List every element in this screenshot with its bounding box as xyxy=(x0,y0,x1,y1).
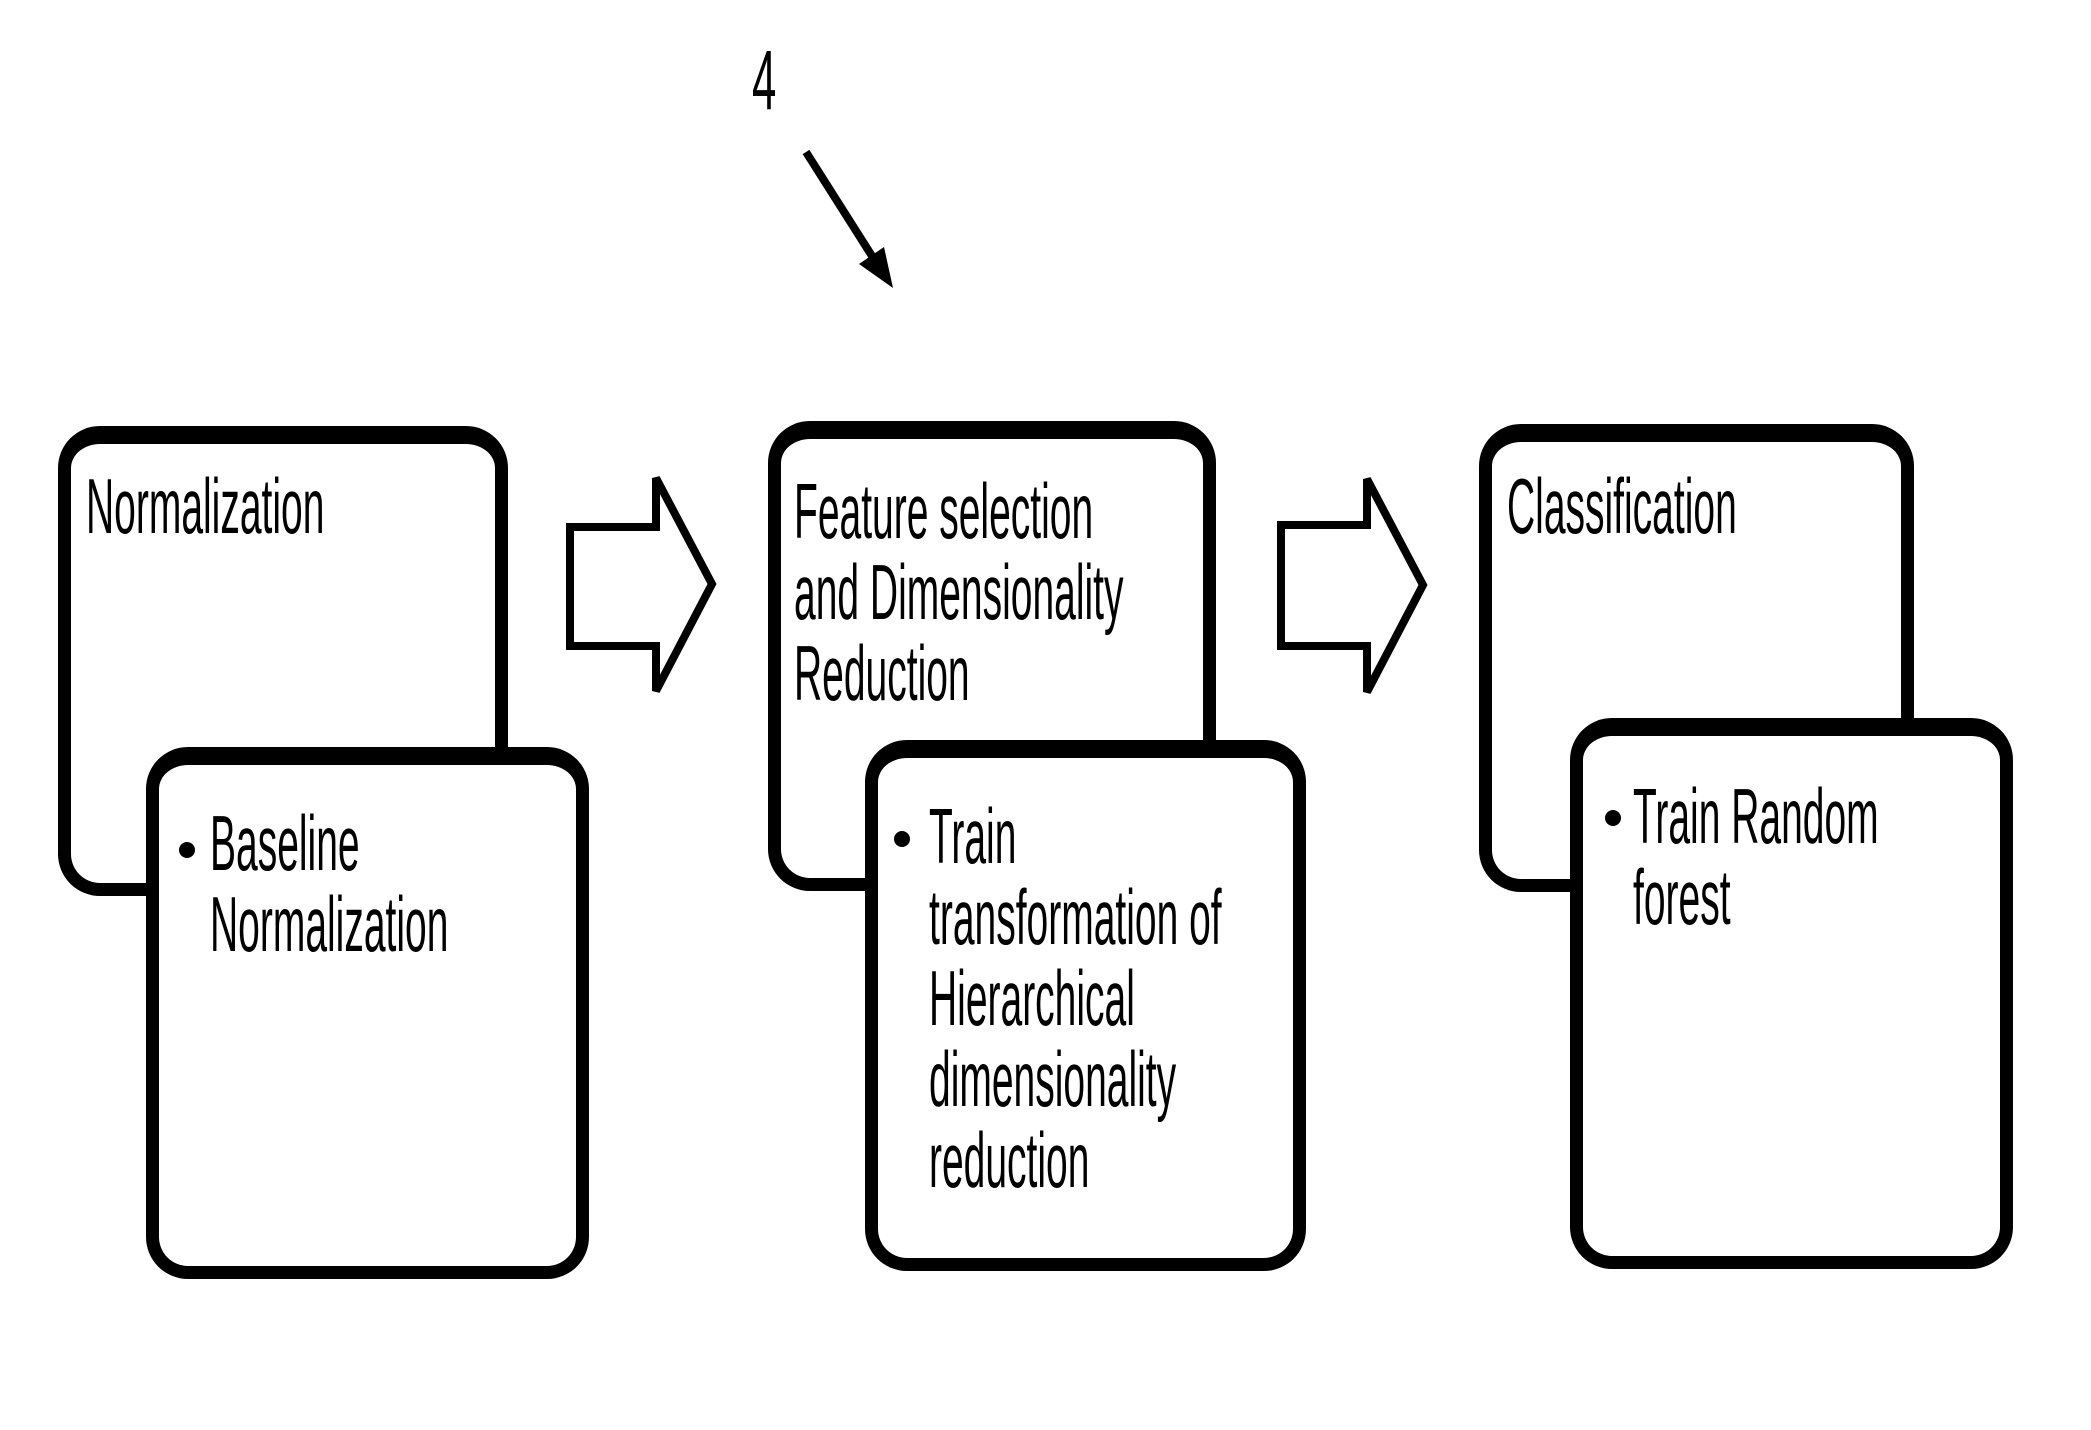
reference-label: 4 xyxy=(752,33,777,127)
bullet-dot-icon xyxy=(179,842,195,858)
detail-box-normalization xyxy=(146,747,589,1279)
stage-title-classification: Classification xyxy=(1507,462,1737,550)
reference-arrow-icon xyxy=(802,149,893,288)
bullet-text-train-random-forest: Train Random forest xyxy=(1633,772,1879,941)
bullet-dot-icon xyxy=(894,831,910,847)
bullet-text-train-transformation: Train transformation of Hierarchical dim… xyxy=(929,792,1222,1204)
stage-title-feature-selection: Feature selection and Dimensionality Red… xyxy=(794,467,1124,717)
block-arrow-right-icon xyxy=(566,476,717,693)
detail-box-classification xyxy=(1570,718,2013,1269)
block-arrow-right-icon xyxy=(1277,477,1428,694)
bullet-text-baseline-normalization: Baseline Normalization xyxy=(210,799,449,968)
stage-title-normalization: Normalization xyxy=(86,462,325,550)
bullet-dot-icon xyxy=(1605,810,1621,826)
detail-box-feature-selection xyxy=(865,740,1306,1271)
